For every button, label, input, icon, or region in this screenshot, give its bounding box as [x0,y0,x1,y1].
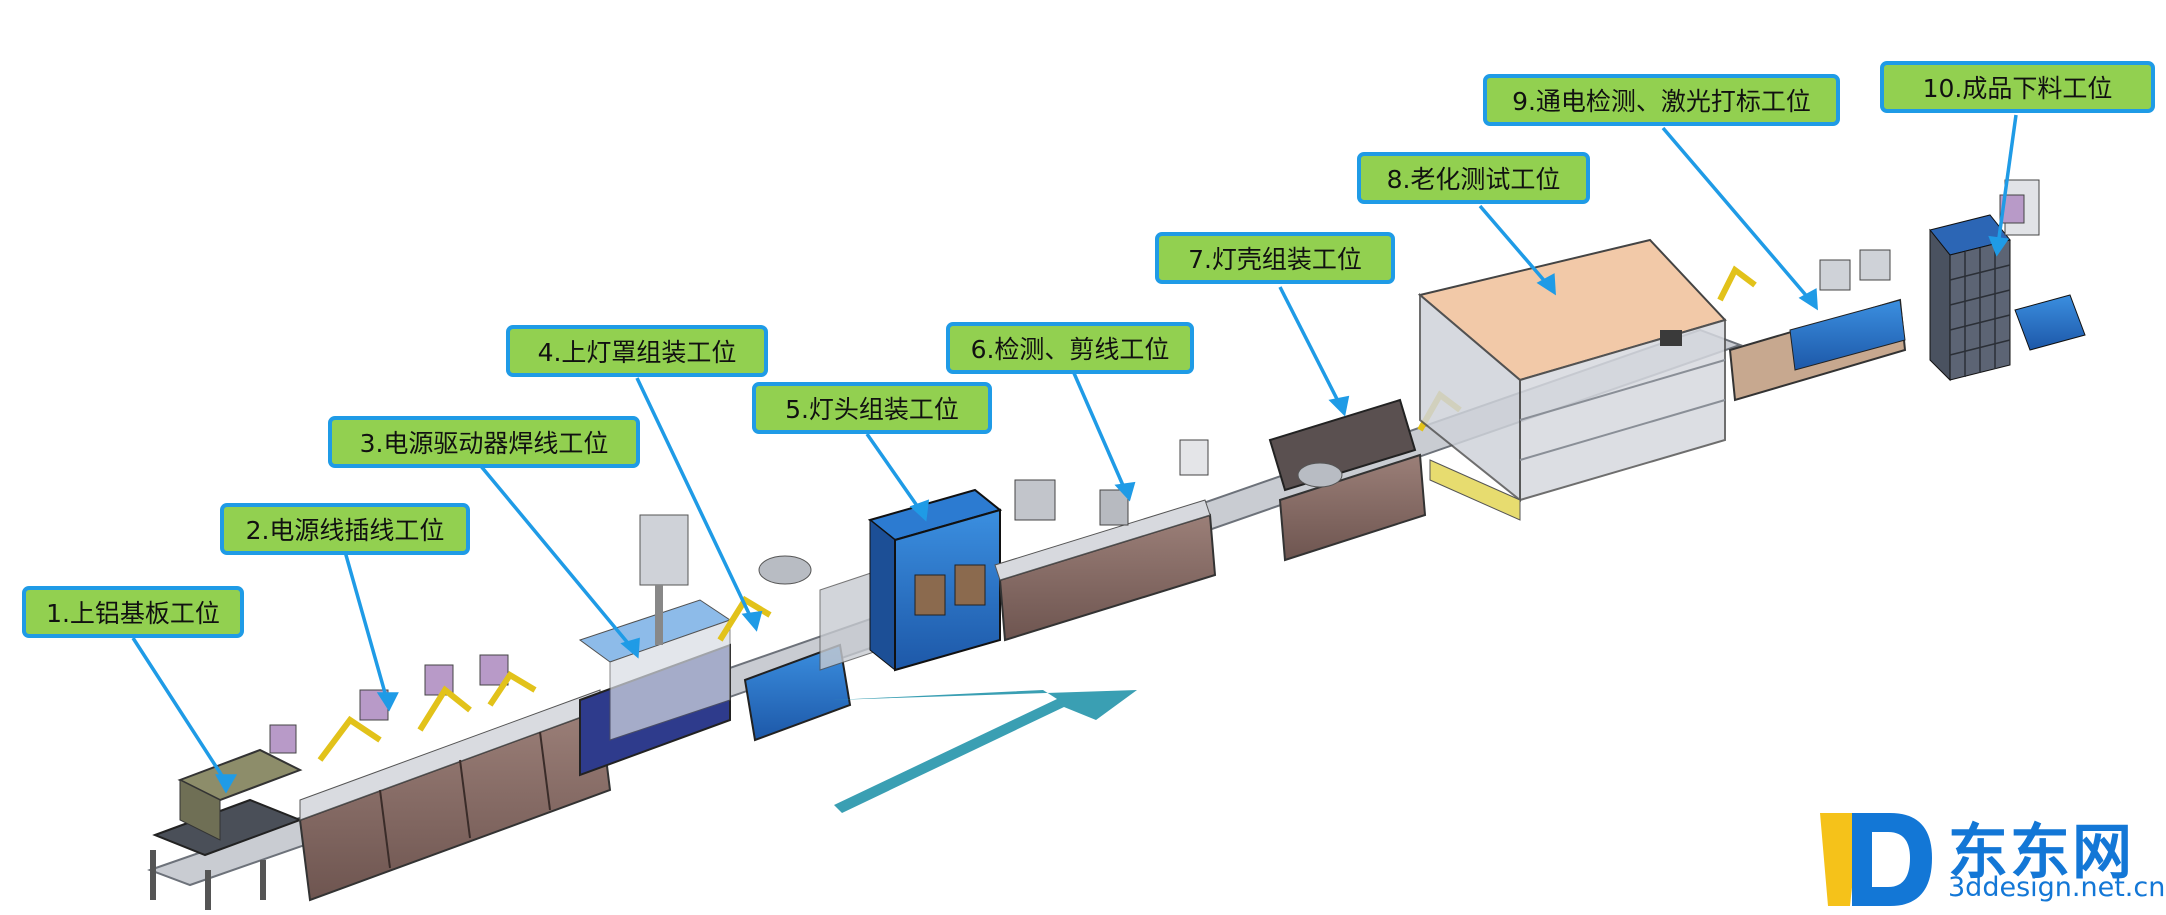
leader-head-6 [1114,481,1136,502]
station-label-5: 5.灯头组装工位 [752,382,992,434]
leader-head-5 [909,499,930,522]
station-6-machine [994,439,1217,642]
station-1-machine [150,748,303,910]
watermark-url: 3ddesign.net.cn [1948,872,2166,903]
leader-head-3 [620,637,640,659]
leader-head-2 [376,692,399,712]
station-label-2: 2.电源线插线工位 [220,503,470,555]
station-label-10: 10.成品下料工位 [1880,61,2155,113]
watermark-logo: 东东网 3ddesign.net.cn [1820,808,2165,912]
station-2-machine [269,654,612,902]
station-10-machine [1929,179,2086,382]
station-label-3: 3.电源驱动器焊线工位 [328,416,640,468]
watermark-brand: 东东网 [1948,818,2134,888]
station-3-machine [578,514,732,777]
flow-direction-arrow [833,690,1137,813]
station-label-4: 4.上灯罩组装工位 [506,325,768,377]
leader-head-1 [214,774,238,794]
station-label-7: 7.灯壳组装工位 [1155,232,1395,284]
leader-head-4 [741,610,763,632]
leader-head-8 [1536,273,1556,296]
station-label-8: 8.老化测试工位 [1357,152,1590,204]
station-8-machine [1417,238,1727,521]
station-label-1: 1.上铝基板工位 [22,586,244,638]
leader-head-9 [1798,288,1818,311]
station-label-6: 6.检测、剪线工位 [946,322,1194,374]
station-label-9: 9.通电检测、激光打标工位 [1483,74,1840,126]
leader-lines [131,114,2018,794]
station-9-machine [1717,249,1907,402]
leader-head-10 [1988,235,2010,257]
station-4-machine [717,555,881,742]
station-5-machine [867,488,1003,672]
station-7-machine [1268,390,1462,562]
leader-head-7 [1328,395,1350,417]
d-logo-icon [1820,813,1932,906]
